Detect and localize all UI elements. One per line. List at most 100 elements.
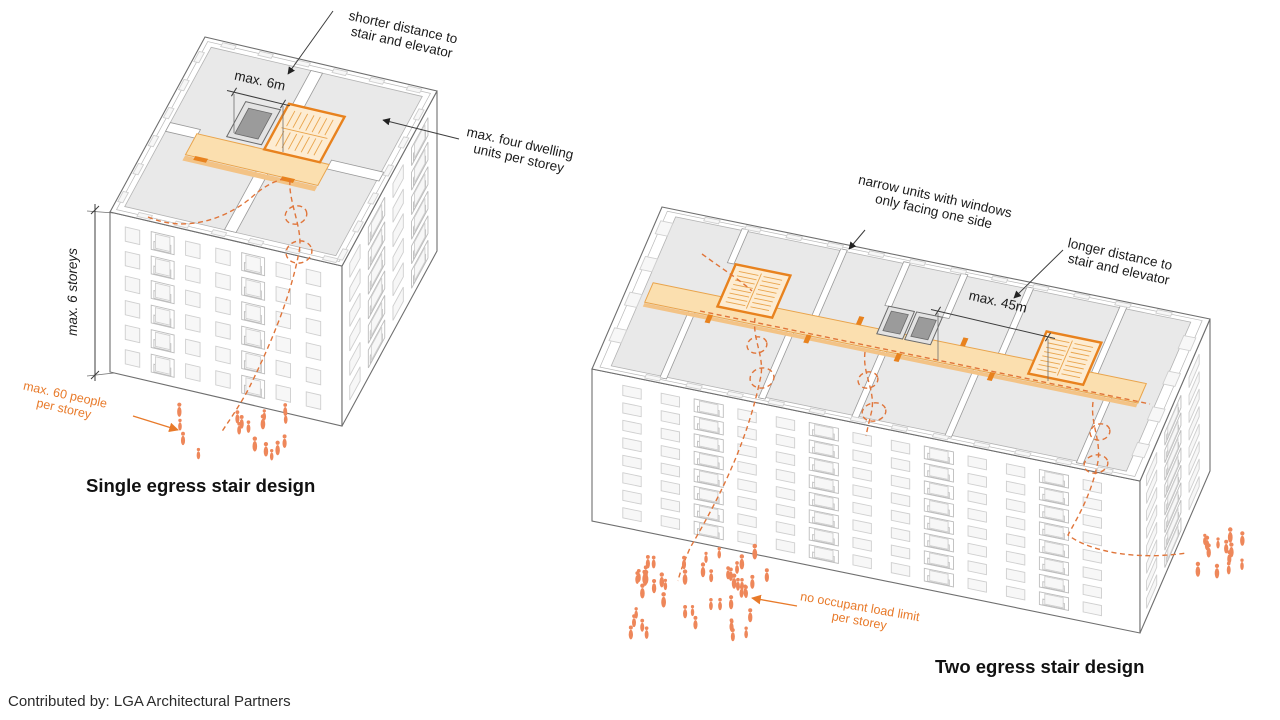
right-building-front-facade <box>592 369 1140 633</box>
person-icon <box>690 604 695 617</box>
window <box>350 342 360 375</box>
person-icon <box>1224 539 1229 554</box>
person-icon <box>764 568 769 583</box>
window <box>1168 456 1178 490</box>
window <box>776 452 794 466</box>
window <box>1189 372 1199 406</box>
window <box>1189 406 1199 440</box>
window <box>776 539 794 553</box>
window <box>623 473 641 487</box>
window <box>1147 470 1157 504</box>
window <box>853 450 871 464</box>
window <box>1147 575 1157 609</box>
person-icon <box>1226 561 1231 575</box>
dimension-max-45m <box>931 307 1055 381</box>
label-no-load-limit: no occupant load limit per storey <box>797 589 924 638</box>
egress-loop <box>745 335 768 356</box>
window <box>891 440 909 454</box>
window <box>623 385 641 399</box>
window <box>853 555 871 569</box>
egress-paths <box>148 179 1186 581</box>
window <box>155 283 169 301</box>
unit-wall <box>885 262 910 307</box>
window <box>306 343 320 361</box>
window <box>1045 576 1063 590</box>
window <box>1189 476 1199 510</box>
window <box>125 350 139 368</box>
window <box>125 252 139 270</box>
window <box>661 446 679 460</box>
person-icon <box>683 604 688 619</box>
unit-door <box>986 371 996 382</box>
window <box>350 293 360 326</box>
window <box>246 378 260 396</box>
window <box>930 466 948 480</box>
window <box>125 325 139 343</box>
window <box>968 526 986 540</box>
window <box>891 493 909 507</box>
window <box>1147 522 1157 556</box>
person-icon <box>275 440 280 456</box>
window <box>968 456 986 470</box>
window <box>853 485 871 499</box>
person-icon <box>632 614 636 628</box>
people-cluster-left <box>177 402 288 461</box>
right-diagram-title: Two egress stair design <box>935 656 1144 677</box>
window <box>700 453 718 467</box>
label-max-6-storeys: max. 6 storeys <box>65 248 80 336</box>
egress-loop <box>748 366 776 391</box>
person-icon <box>269 448 274 461</box>
window <box>1006 551 1024 565</box>
window <box>853 520 871 534</box>
window <box>700 471 718 485</box>
window <box>891 510 909 524</box>
person-icon <box>283 403 288 417</box>
person-icon <box>739 585 744 598</box>
window <box>216 273 230 291</box>
unit-door <box>803 334 812 344</box>
window <box>815 477 833 491</box>
window <box>306 392 320 410</box>
window <box>1006 534 1024 548</box>
person-icon <box>651 578 657 594</box>
people-cluster-right-small <box>1195 527 1245 579</box>
window <box>853 537 871 551</box>
person-icon <box>748 608 753 623</box>
person-icon <box>645 554 650 569</box>
left-building-front-facade <box>110 212 342 426</box>
label-max-60-people: max. 60 people per storey <box>19 379 112 426</box>
window <box>1189 389 1199 423</box>
window <box>776 434 794 448</box>
window <box>738 461 756 475</box>
label-shorter-distance: shorter distance to stair and elevator <box>344 8 463 62</box>
window <box>216 322 230 340</box>
person-icon <box>728 567 733 582</box>
left-building-top-floorplan <box>110 37 437 266</box>
window <box>968 561 986 575</box>
window <box>415 247 425 280</box>
window <box>738 496 756 510</box>
right-building-end-facade <box>1140 319 1210 633</box>
leader-shorter-distance <box>287 11 333 75</box>
window <box>853 467 871 481</box>
person-icon <box>180 431 186 446</box>
window <box>276 385 290 403</box>
person-icon <box>659 572 665 588</box>
window <box>393 263 403 296</box>
person-icon <box>635 571 640 584</box>
window <box>623 420 641 434</box>
window <box>246 280 260 298</box>
window <box>125 301 139 319</box>
leader-longer-distance <box>1013 250 1063 299</box>
window <box>1168 526 1178 560</box>
person-icon <box>260 414 266 430</box>
window <box>815 494 833 508</box>
window <box>1006 481 1024 495</box>
dimension-max-6m <box>227 88 290 152</box>
window <box>1083 584 1101 598</box>
window <box>371 327 381 360</box>
egress-path <box>148 179 283 224</box>
window <box>350 318 360 351</box>
window <box>891 545 909 559</box>
